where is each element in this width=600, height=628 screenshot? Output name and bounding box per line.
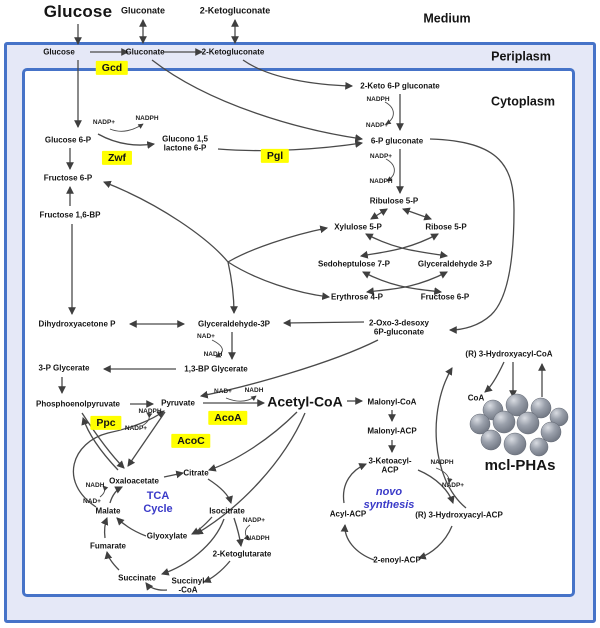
enzyme-gcd-badge: Gcd bbox=[95, 60, 129, 76]
metabolite-2-ketoglutarate: 2-Ketoglutarate bbox=[212, 549, 272, 559]
metabolite-fructose-6p-pp: Fructose 6-P bbox=[420, 292, 470, 302]
metabolite-glucose-medium: Glucose bbox=[43, 1, 113, 21]
metabolite-xylulose-5p: Xylulose 5-P bbox=[334, 222, 382, 232]
metabolite-acetyl-coa: Acetyl-CoA bbox=[267, 393, 343, 410]
metabolite-malonyl-coa: Malonyl-CoA bbox=[367, 397, 417, 407]
metabolite-glucose-periplasm: Glucose bbox=[43, 47, 75, 57]
region-label-periplasm: Periplasm bbox=[491, 49, 551, 64]
metabolite-malonyl-acp: Malonyl-ACP bbox=[367, 426, 417, 436]
metabolite-fumarate: Fumarate bbox=[89, 541, 127, 551]
enzyme-acoc-badge: AcoC bbox=[171, 433, 211, 449]
metabolite-gluconate-medium: Gluconate bbox=[120, 5, 166, 16]
metabolite-2-oxo-3-desoxy-6p-gluconate: 2-Oxo-3-desoxy 6P-gluconate bbox=[368, 318, 430, 337]
metabolite-phosphoenolpyruvate: Phosphoenolpyruvate bbox=[35, 399, 121, 409]
cofactor-nadp: NADP+ bbox=[369, 153, 393, 161]
metabolite-coa: CoA bbox=[467, 393, 485, 403]
cofactor-nadh: NADH bbox=[203, 351, 223, 359]
cofactor-nadph: NADPH bbox=[246, 535, 270, 543]
cofactor-nadph: NADPH bbox=[138, 408, 162, 416]
region-label-cytoplasm: Cytoplasm bbox=[491, 94, 555, 109]
label-mcl-phas: mcl-PHAs bbox=[484, 457, 556, 475]
cofactor-nadh: NADH bbox=[85, 482, 105, 490]
cofactor-nadph: NADPH bbox=[135, 115, 159, 123]
cofactor-nadph: NADPH bbox=[430, 459, 454, 467]
metabolite-glyceraldehyde-3p: Glyceraldehyde-3P bbox=[197, 319, 271, 329]
metabolite-fructose-16bp: Fructose 1,6-BP bbox=[39, 210, 101, 220]
cofactor-nadp: NADP+ bbox=[242, 517, 266, 525]
pha-granules bbox=[469, 393, 569, 457]
cofactor-nadph: NADPH bbox=[369, 178, 393, 186]
enzyme-acoa-badge: AcoA bbox=[208, 410, 248, 426]
metabolite-glyoxylate: Glyoxylate bbox=[146, 531, 188, 541]
cofactor-nad: NAD+ bbox=[197, 333, 215, 341]
metabolite-3p-glycerate: 3-P Glycerate bbox=[38, 363, 90, 373]
label-tca-cycle: TCA Cycle bbox=[143, 490, 173, 515]
pathway-arrows bbox=[58, 18, 546, 591]
metabolite-2-enoyl-acp: 2-enoyl-ACP bbox=[373, 555, 421, 565]
metabolite-r-3-hydroxyacyl-acp: (R) 3-Hydroxyacyl-ACP bbox=[415, 510, 503, 520]
cofactor-nadph: NADPH bbox=[366, 96, 390, 104]
metabolite-pyruvate: Pyruvate bbox=[161, 398, 195, 408]
metabolite-ribose-5p: Ribose 5-P bbox=[425, 222, 467, 232]
metabolite-acyl-acp: Acyl-ACP bbox=[329, 509, 367, 519]
metabolite-2-ketogluconate-medium: 2-Ketogluconate bbox=[199, 5, 271, 16]
region-label-medium: Medium bbox=[423, 11, 471, 26]
cofactor-nad: NAD+ bbox=[83, 498, 101, 506]
metabolite-citrate: Citrate bbox=[183, 468, 209, 478]
metabolite-isocitrate: Isocitrate bbox=[209, 506, 245, 516]
cofactor-nadh: NADH bbox=[244, 387, 264, 395]
metabolite-2-ketogluconate-periplasm: 2-Ketogluconate bbox=[201, 47, 265, 57]
metabolite-succinyl-coa: Succinyl -CoA bbox=[171, 576, 205, 595]
metabolite-sedoheptulose-7p: Sedoheptulose 7-P bbox=[317, 259, 391, 269]
metabolite-malate: Malate bbox=[95, 506, 121, 516]
metabolite-erythrose-4p: Erythrose 4-P bbox=[330, 292, 384, 302]
metabolite-dihydroxyacetone-p: Dihydroxyacetone P bbox=[38, 319, 116, 329]
metabolite-ribulose-5p: Ribulose 5-P bbox=[369, 196, 419, 206]
metabolite-succinate: Succinate bbox=[118, 573, 156, 583]
metabolite-oxaloacetate: Oxaloacetate bbox=[109, 476, 159, 486]
cofactor-arcs bbox=[99, 101, 453, 541]
cofactor-nadp: NADP+ bbox=[441, 482, 465, 490]
enzyme-pgl-badge: Pgl bbox=[260, 148, 290, 164]
enzyme-zwf-badge: Zwf bbox=[101, 150, 133, 166]
metabolite-r-3-hydroxyacyl-coa: (R) 3-Hydroxyacyl-CoA bbox=[465, 349, 553, 359]
metabolite-glucono-lactone-6p: Glucono 1,5 lactone 6-P bbox=[162, 134, 208, 153]
metabolite-glyceraldehyde-3p-pp: Glyceraldehyde 3-P bbox=[417, 259, 493, 269]
metabolite-2-keto-6p-gluconate: 2-Keto 6-P gluconate bbox=[360, 81, 440, 91]
metabolite-gluconate-periplasm: Gluconate bbox=[125, 47, 165, 57]
enzyme-ppc-badge: Ppc bbox=[90, 415, 122, 431]
metabolite-13-bp-glycerate: 1,3-BP Glycerate bbox=[184, 364, 248, 374]
cofactor-nadp: NADP+ bbox=[365, 122, 389, 130]
metabolite-6p-gluconate: 6-P gluconate bbox=[370, 136, 424, 146]
cofactor-nadp: NADP+ bbox=[124, 425, 148, 433]
cofactor-nad: NAD+ bbox=[214, 388, 232, 396]
label-de-novo-synthesis: novo synthesis bbox=[363, 486, 415, 511]
metabolite-3-ketoacyl-acp: 3-Ketoacyl- ACP bbox=[368, 456, 412, 475]
cofactor-nadp: NADP+ bbox=[92, 119, 116, 127]
metabolite-glucose-6p: Glucose 6-P bbox=[44, 135, 92, 145]
metabolite-fructose-6p: Fructose 6-P bbox=[43, 173, 93, 183]
